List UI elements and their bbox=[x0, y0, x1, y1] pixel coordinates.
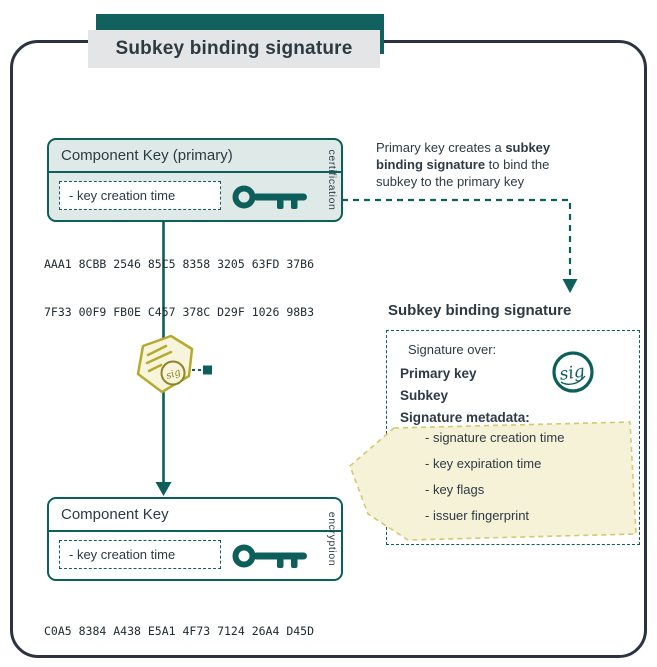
key-icon bbox=[232, 544, 307, 568]
encryption-key-usage-label: encryption bbox=[326, 511, 338, 567]
metadata-item: - signature creation time bbox=[425, 430, 565, 445]
encryption-key-creation-time: - key creation time bbox=[59, 540, 221, 569]
annotation-bold: subkey binding signature bbox=[376, 140, 551, 172]
annotation-text: Primary key creates a subkey binding sig… bbox=[376, 139, 582, 190]
metadata-item: - issuer fingerprint bbox=[425, 508, 530, 523]
primary-key-creation-time: - key creation time bbox=[59, 181, 221, 210]
sig-seal-label: sig bbox=[558, 361, 586, 384]
metadata-item: - key flags bbox=[425, 482, 485, 497]
annotation-pre: Primary key creates a bbox=[376, 140, 506, 155]
primary-key-box-title: Component Key (primary) bbox=[49, 140, 341, 173]
primary-key-usage-label: certification bbox=[326, 149, 338, 211]
signature-badge-icon: sig bbox=[136, 334, 194, 394]
primary-key-box: Component Key (primary) - key creation t… bbox=[47, 138, 343, 222]
signature-over-primary-key: Primary key bbox=[400, 366, 477, 381]
annotation-post: to bind the subkey to the primary key bbox=[376, 157, 550, 189]
title-banner: Subkey binding signature bbox=[88, 30, 380, 68]
fingerprint-line: 7F33 00F9 FB0E C457 378C D29F 1026 98B3 bbox=[44, 305, 315, 319]
fingerprint-line: C0A5 8384 A438 E5A1 4F73 7124 26A4 D45D bbox=[44, 624, 315, 638]
signature-over-subkey: Subkey bbox=[400, 388, 449, 403]
fingerprint-line: AAA1 8CBB 2546 85C5 8358 3205 63FD 37B6 bbox=[44, 257, 315, 271]
encryption-key-box-title: Component Key bbox=[49, 499, 341, 532]
signature-over-label: Signature over: bbox=[408, 342, 497, 357]
page-title: Subkey binding signature bbox=[115, 38, 353, 59]
metadata-item: - key expiration time bbox=[425, 456, 542, 471]
metadata-highlight-shape bbox=[349, 421, 637, 541]
sig-badge-label: sig bbox=[165, 367, 182, 382]
sig-seal-icon: sig bbox=[552, 351, 594, 393]
signature-metadata-label: Signature metadata: bbox=[400, 410, 530, 425]
encryption-key-box: Component Key - key creation time encryp… bbox=[47, 497, 343, 581]
primary-key-fingerprint: AAA1 8CBB 2546 85C5 8358 3205 63FD 37B6 … bbox=[44, 224, 354, 352]
encryption-key-fingerprint: C0A5 8384 A438 E5A1 4F73 7124 26A4 D45D … bbox=[44, 591, 354, 667]
key-icon bbox=[232, 185, 307, 209]
signature-panel-heading: Subkey binding signature bbox=[388, 302, 572, 319]
